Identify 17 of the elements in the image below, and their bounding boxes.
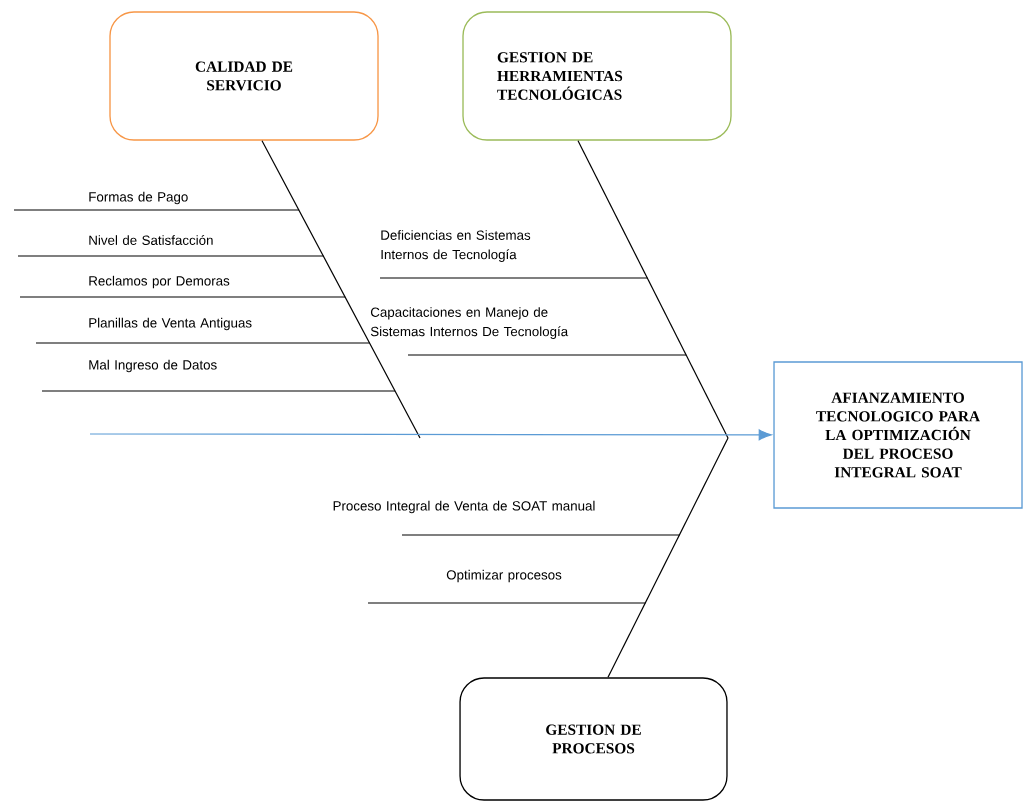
cause-text: Planillas de Venta Antiguas <box>89 317 252 331</box>
cause-text: Nivel de Satisfacción <box>89 235 213 245</box>
bone-line <box>607 437 729 678</box>
cause-text: Proceso Integral de Venta de SOAT manual <box>333 500 595 514</box>
cause-text: Mal Ingreso de Datos <box>89 359 217 373</box>
bone-line <box>577 140 729 439</box>
bone-line <box>261 140 421 439</box>
category-box: GESTION DE HERRAMIENTAS TECNOLÓGICAS <box>462 11 732 141</box>
category-box: GESTION DE PROCESOS <box>459 677 728 801</box>
effect-box: AFIANZAMIENTO TECNOLOGICO PARA LA OPTIMIZACIÓN DEL PROCESO INTEGRAL SOAT <box>773 361 1023 509</box>
category-box: CALIDAD DE SERVICIO <box>109 11 379 141</box>
cause-text: Deficiencias en Sistemas Internos de Tecnología <box>381 230 531 262</box>
cause-text: Optimizar procesos <box>446 569 562 583</box>
cause-text: Reclamos por Demoras <box>89 275 230 289</box>
cause-text: Formas de Pago <box>89 191 188 205</box>
cause-text: Capacitaciones en Manejo de Sistemas Internos De Tecnología <box>370 307 569 339</box>
spine-arrow <box>89 429 772 441</box>
